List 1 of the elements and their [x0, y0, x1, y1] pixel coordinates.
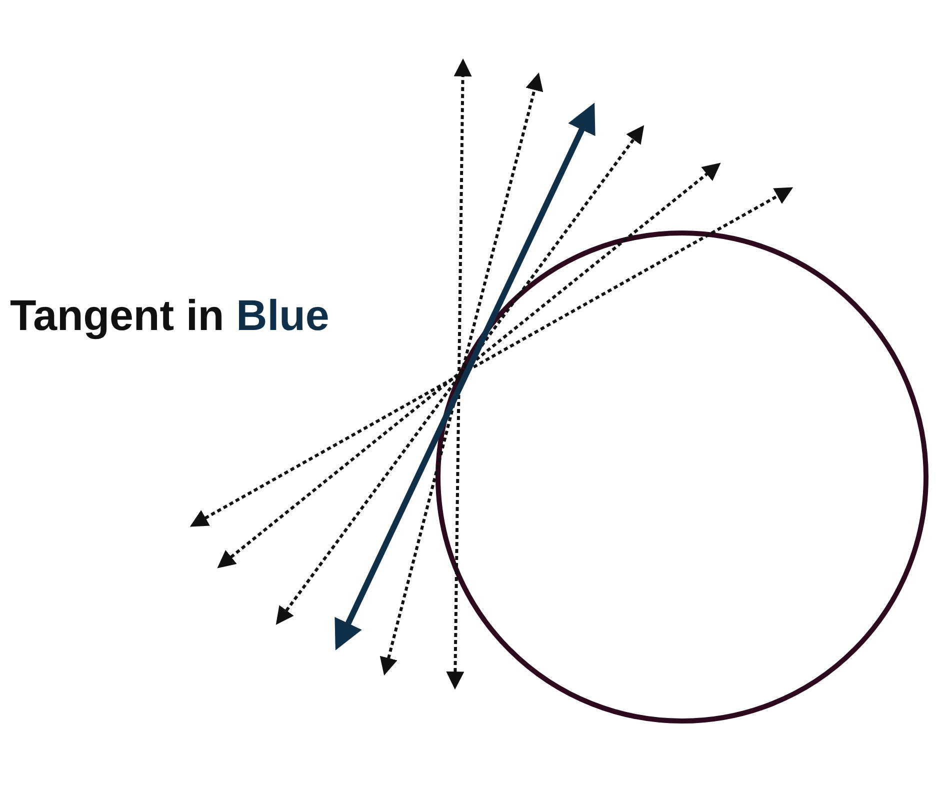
diagram-label: Tangent in Blue	[10, 292, 330, 341]
